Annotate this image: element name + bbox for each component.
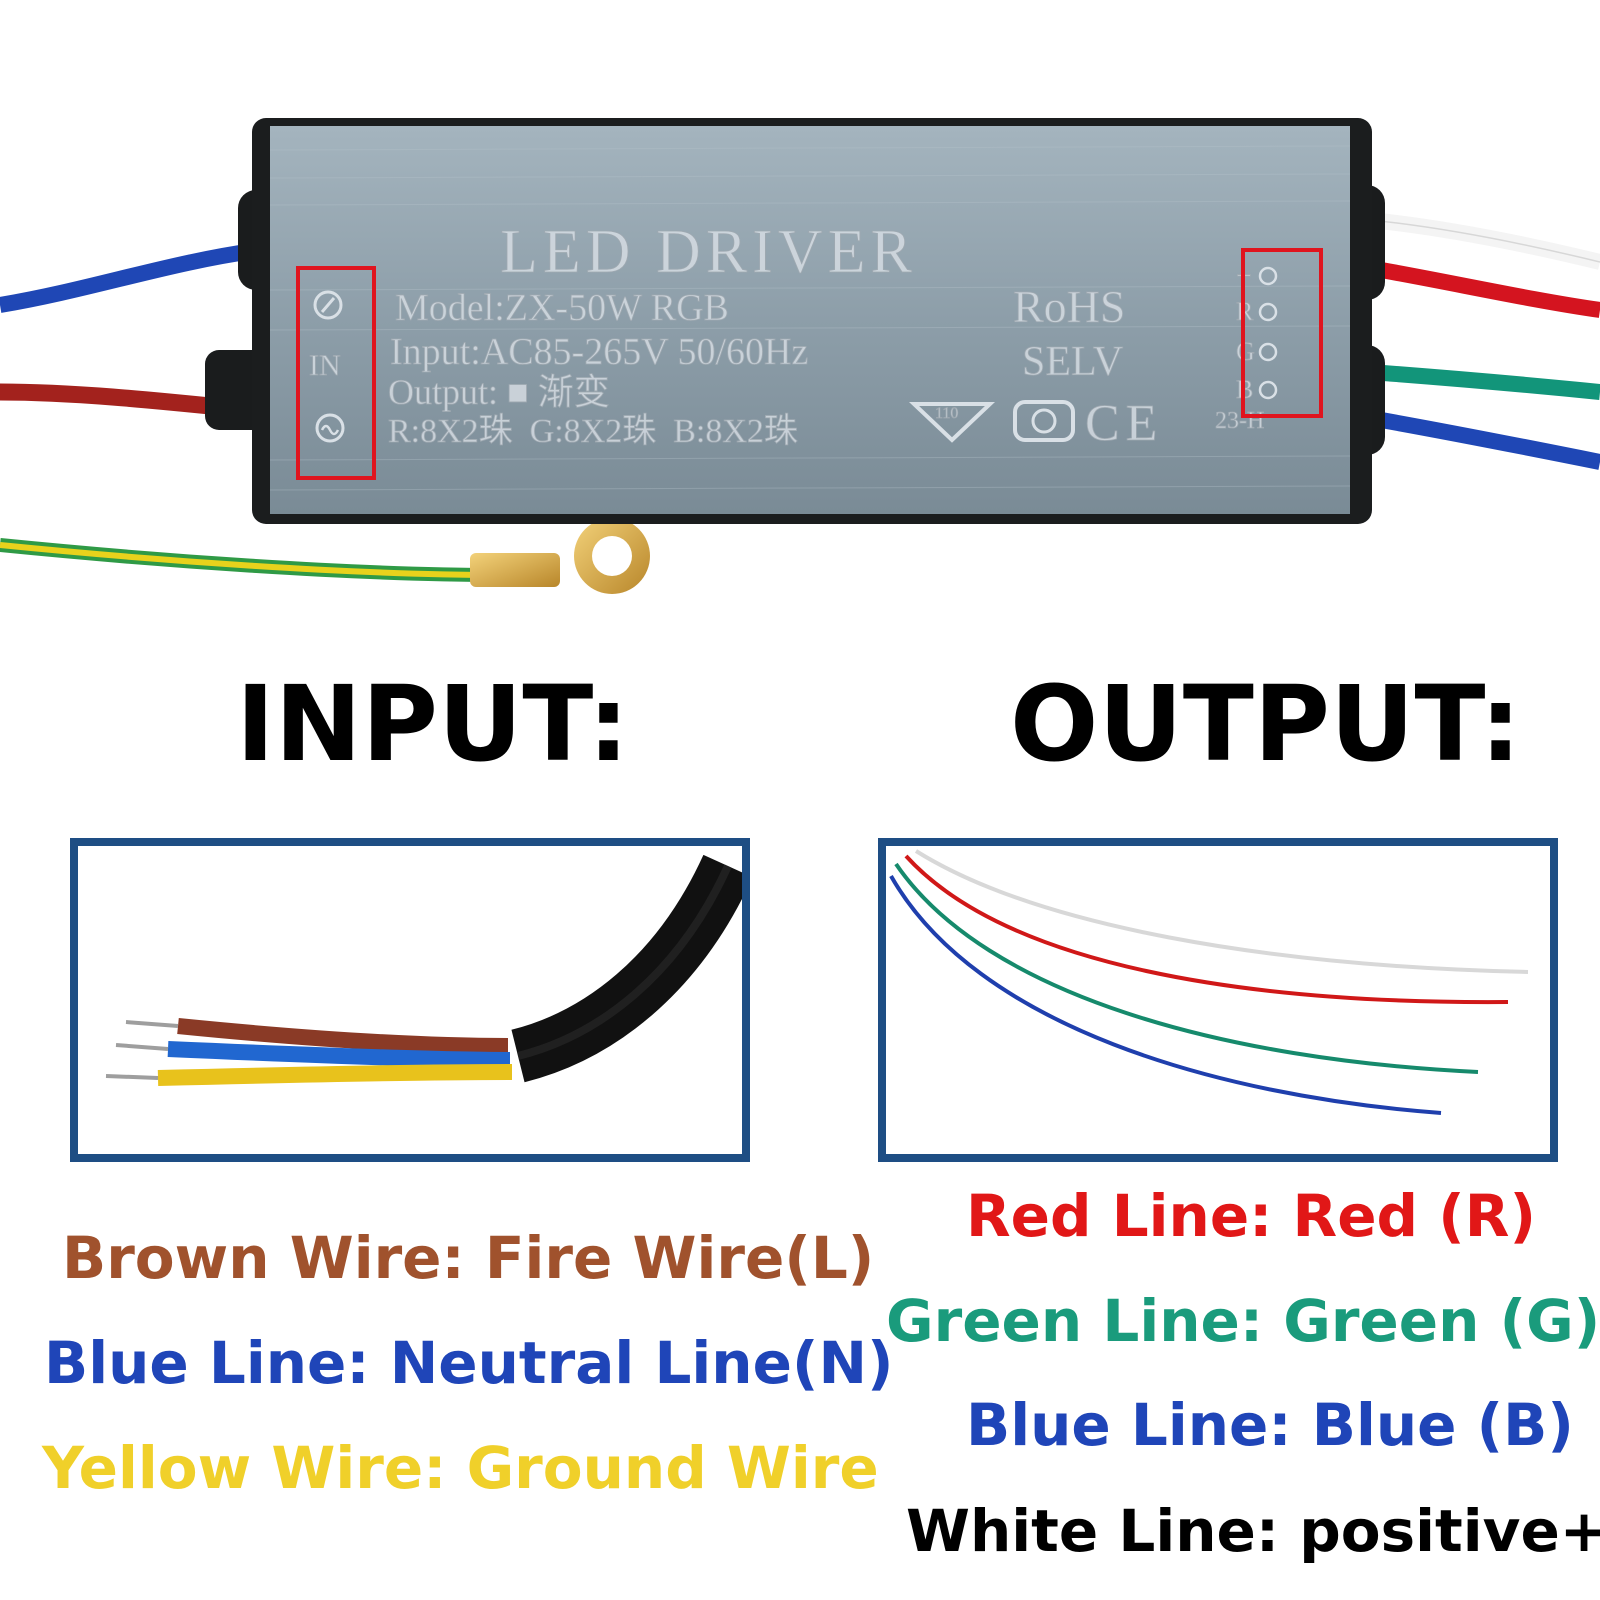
white-line-legend: White Line: positive+ <box>906 1497 1600 1565</box>
red-line-legend: Red Line: Red (R) <box>966 1182 1536 1250</box>
brown-wire-legend: Brown Wire: Fire Wire(L) <box>62 1224 875 1292</box>
date-code: 23-H <box>1215 408 1264 434</box>
input-terminal-highlight <box>296 266 376 480</box>
ground-crimp <box>470 553 560 587</box>
input-heading: INPUT: <box>236 663 630 785</box>
driver-title: LED DRIVER <box>500 218 917 286</box>
driver-output-spec: Output: ■ 渐变 <box>388 372 610 412</box>
driver-input-spec: Input:AC85-265V 50/60Hz <box>390 331 808 373</box>
green-line-legend: Green Line: Green (G) <box>886 1287 1600 1355</box>
output-wires-illustration <box>889 849 1529 1115</box>
ce-mark-icon: CE <box>1085 395 1163 452</box>
blue-wire-legend: Blue Line: Neutral Line(N) <box>44 1329 894 1397</box>
safety-mark-icon <box>1013 400 1075 442</box>
rohs-mark: RoHS <box>1013 281 1125 332</box>
yellow-wire-legend: Yellow Wire: Ground Wire <box>42 1434 879 1502</box>
driver-model: Model:ZX-50W RGB <box>395 287 729 329</box>
temperature-triangle-icon: 110 <box>908 402 996 443</box>
ground-symbol-icon <box>313 290 343 320</box>
blue-line-legend: Blue Line: Blue (B) <box>966 1391 1574 1459</box>
led-driver-photo: LED DRIVER Model:ZX-50W RGB Input:AC85-2… <box>0 118 1600 594</box>
input-cable-panel <box>70 838 750 1162</box>
output-blue-wire <box>1368 410 1600 470</box>
in-label: IN <box>309 349 341 382</box>
output-red-wire <box>1368 260 1600 318</box>
input-cable-illustration <box>105 854 742 1086</box>
output-wires-panel <box>878 838 1558 1162</box>
ac-symbol-icon <box>315 413 345 443</box>
output-terminal-highlight <box>1241 248 1323 418</box>
terminal-g: G <box>1236 337 1255 366</box>
driver-bead-spec: R:8X2珠 G:8X2珠 B:8X2珠 <box>388 413 798 450</box>
output-heading: OUTPUT: <box>1010 663 1522 785</box>
svg-text:110: 110 <box>935 405 958 422</box>
output-white-wire <box>1369 212 1600 270</box>
input-blue-wire <box>0 242 262 313</box>
selv-mark: SELV <box>1022 339 1123 385</box>
output-green-wire <box>1369 364 1600 400</box>
